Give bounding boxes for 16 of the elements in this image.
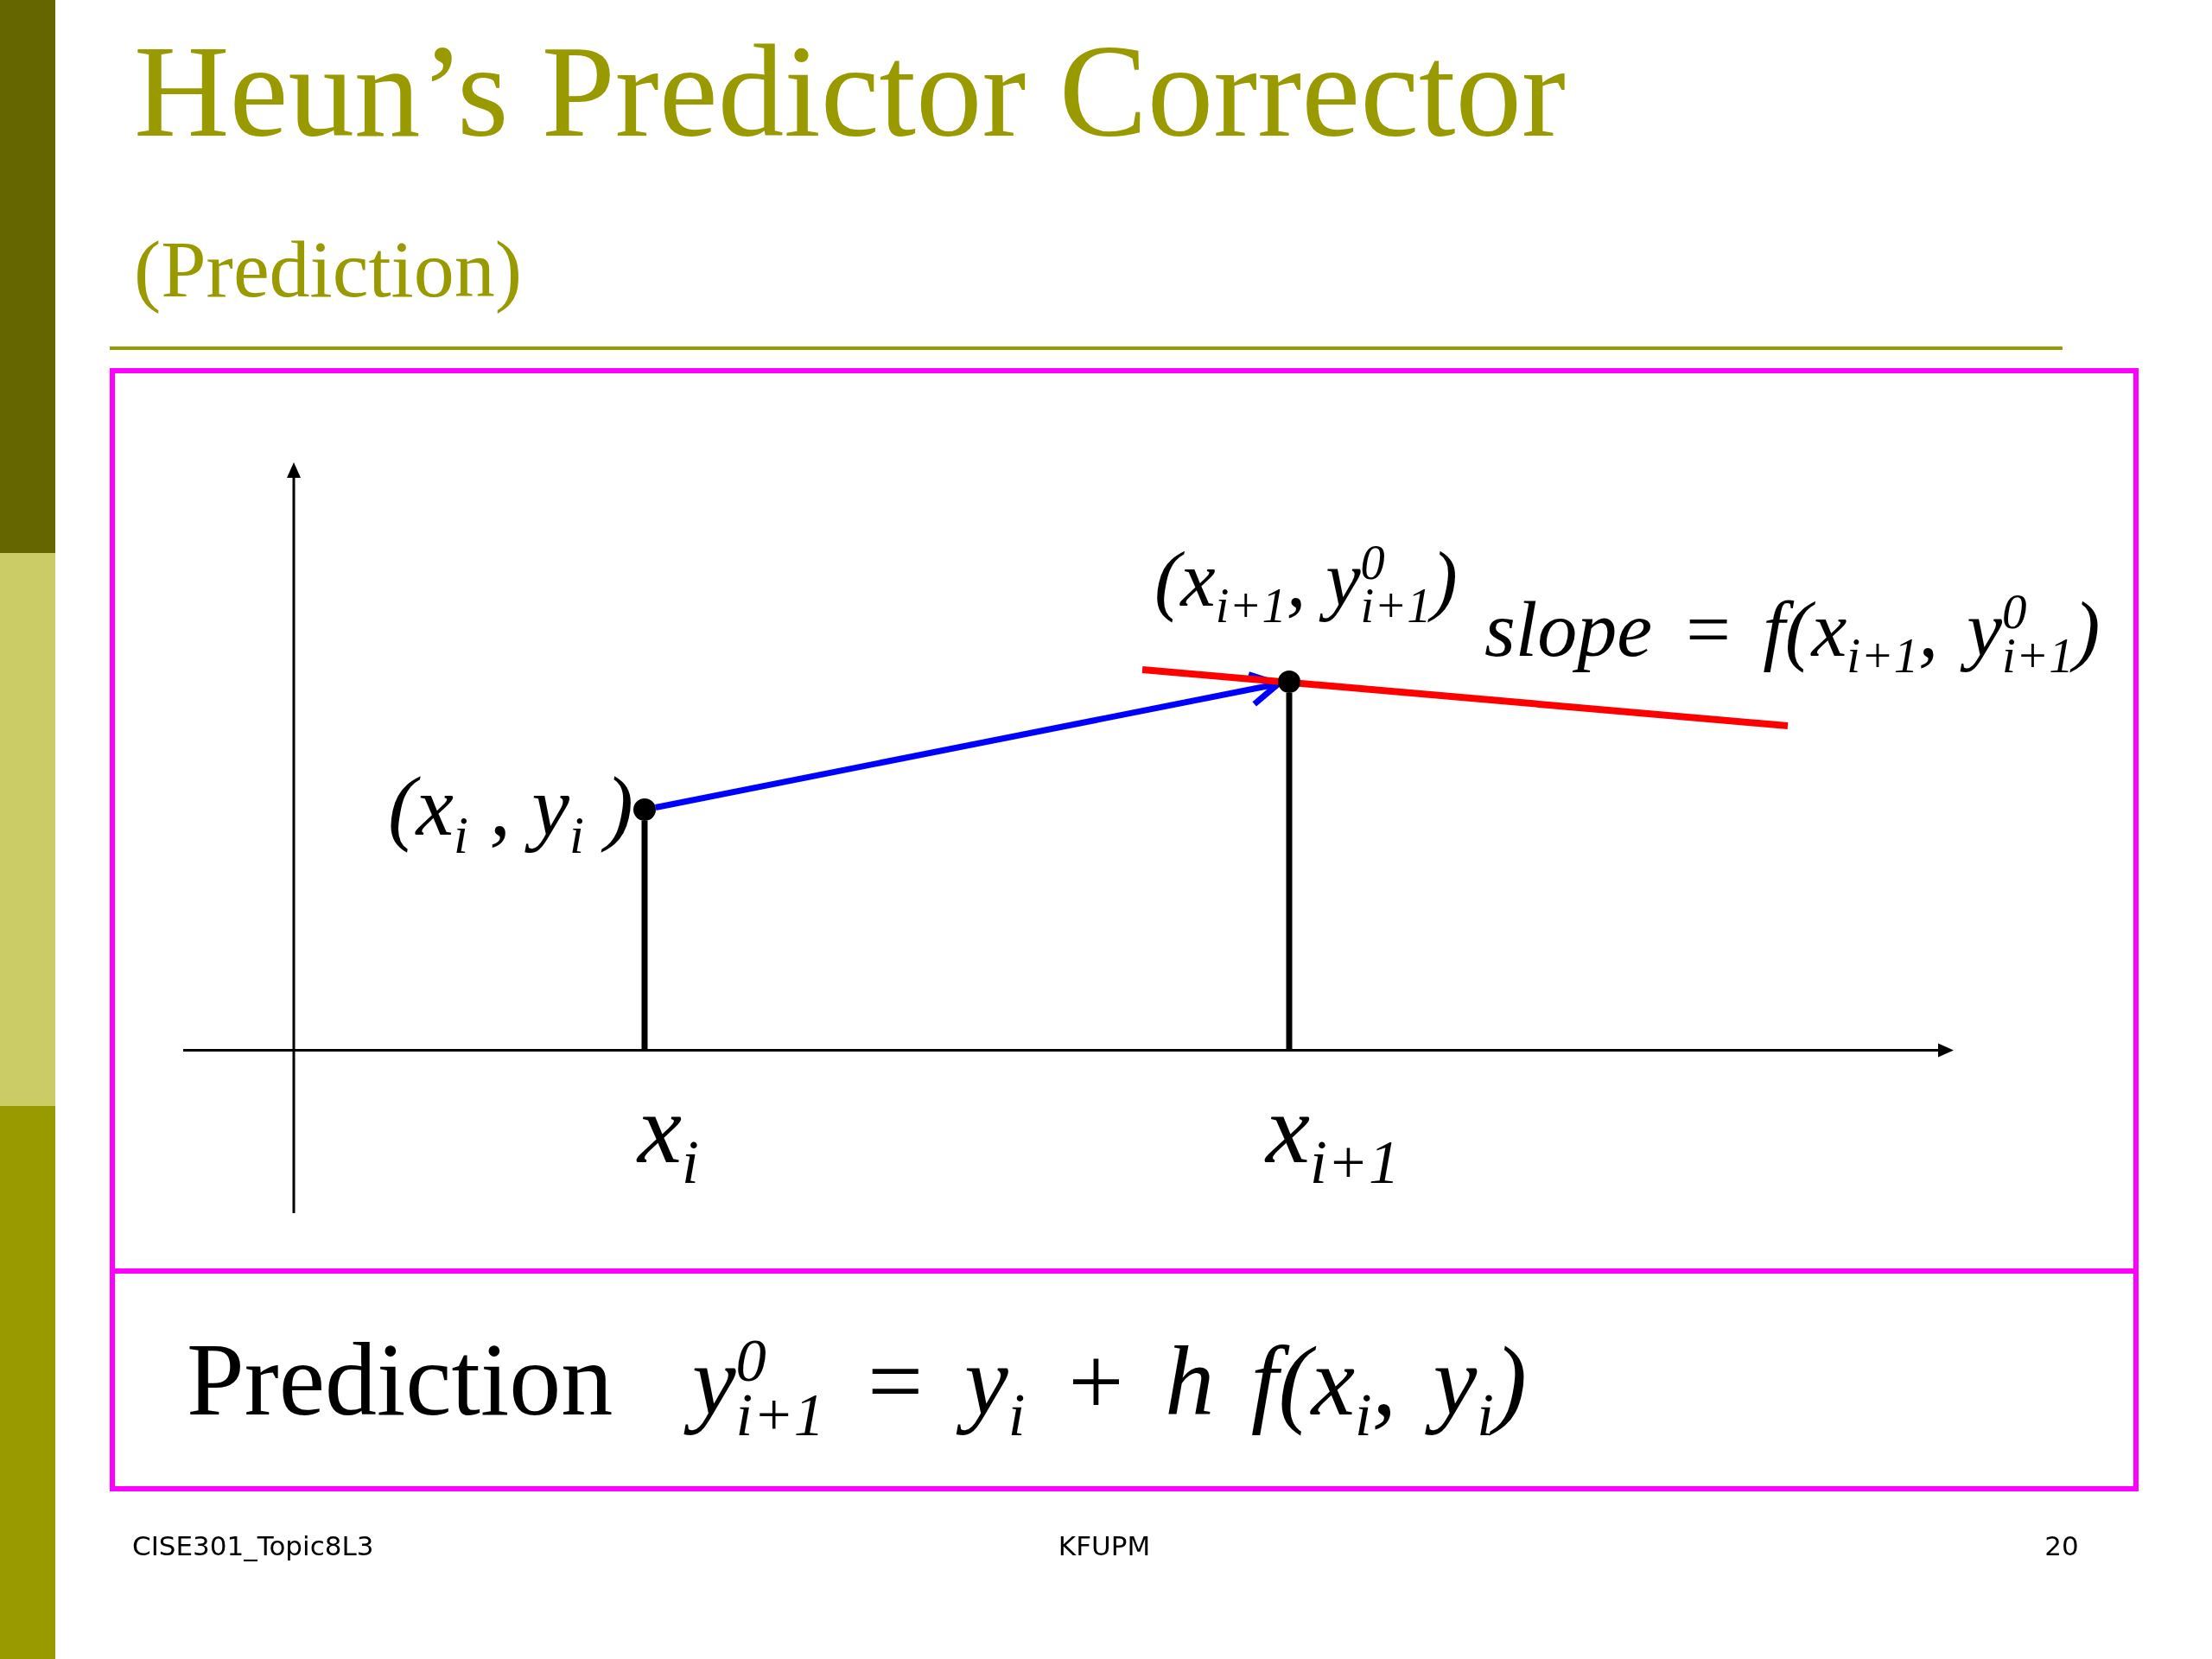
axis-label: x$_{i}$: [635, 1072, 700, 1197]
slide-title: Heun’s Predictor Corrector: [134, 17, 1566, 166]
data-point-dot: [633, 798, 656, 821]
point-coordinates: (x$_{i+1}$, y$^{0}$$_{i+1}$): [1154, 534, 1459, 633]
point-coordinates: (x$_{i}$ , y$_{i}$ ): [386, 758, 634, 864]
slope-formula: slope = f(x$_{i+1}$, y$^{0}$$_{i+1}$): [1484, 583, 2101, 683]
data-point-dot: [1278, 671, 1300, 693]
formula-heading: Prediction: [187, 1321, 613, 1439]
axis-label: x$_{i+1}$: [1263, 1072, 1401, 1197]
slide-subtitle: (Prediction): [134, 222, 523, 315]
connector-line: [1286, 693, 1293, 1049]
footer-text: CISE301_Topic8L3: [132, 1530, 374, 1563]
page-number: 20: [2044, 1530, 2079, 1563]
arrow: [655, 671, 1281, 810]
connector-line: [641, 821, 648, 1049]
footer-text: KFUPM: [1058, 1530, 1151, 1563]
